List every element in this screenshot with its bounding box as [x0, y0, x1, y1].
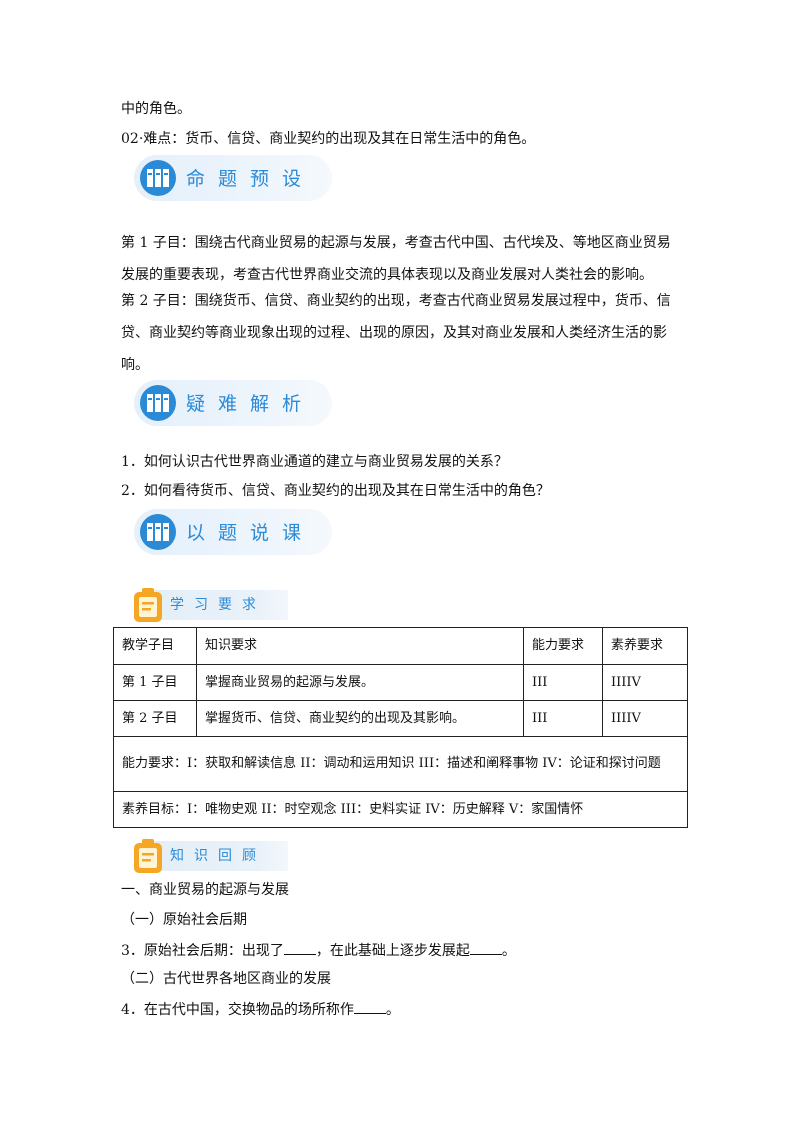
table-row: 第 2 子目 掌握货币、信贷、商业契约的出现及其影响。 III IIIIV	[113, 700, 688, 737]
question-1: 1．如何认识古代世界商业通道的建立与商业贸易发展的关系？	[121, 454, 508, 470]
table-cell: 掌握货币、信贷、商业契约的出现及其影响。	[196, 700, 524, 737]
answer-blank[interactable]	[353, 999, 386, 1014]
header-cell: 能力要求	[523, 627, 603, 665]
difficulty-line: 02·难点：货币、信贷、商业契约的出现及其在日常生活中的角色。	[121, 131, 536, 147]
review-subheading-1: （一）原始社会后期	[121, 912, 247, 928]
answer-blank[interactable]	[469, 940, 502, 955]
table-cell: IIIIV	[602, 664, 688, 701]
table-cell: 第 1 子目	[113, 664, 197, 701]
banner-mingti: 命题预设	[134, 155, 332, 201]
sub-banner-zhishi: 知识回顾	[132, 837, 288, 873]
table-cell: III	[523, 664, 603, 701]
literacy-note-cell: 素养目标：I：唯物史观 II：时空观念 III：史料实证 IV：历史解释 V：家…	[113, 791, 688, 828]
continuation-line: 中的角色。	[121, 101, 191, 117]
banner-yiti: 以题说课	[134, 509, 332, 555]
banner-title: 以题说课	[186, 522, 315, 544]
table-row: 能力要求：I：获取和解读信息 II：调动和运用知识 III：描述和阐释事物 IV…	[113, 736, 688, 792]
review-subheading-2: （二）古代世界各地区商业的发展	[121, 971, 331, 987]
table-cell: III	[523, 700, 603, 737]
header-cell: 教学子目	[113, 627, 197, 665]
subtopic-2-paragraph: 第 2 子目：围绕货币、信贷、商业契约的出现，考查古代商业贸易发展过程中，货币、…	[121, 293, 671, 373]
answer-blank[interactable]	[283, 940, 316, 955]
clipboard-icon	[134, 588, 162, 622]
books-icon	[140, 514, 176, 550]
banner-title: 命题预设	[186, 168, 315, 190]
table-row: 素养目标：I：唯物史观 II：时空观念 III：史料实证 IV：历史解释 V：家…	[113, 791, 688, 828]
table-cell: 第 2 子目	[113, 700, 197, 737]
question-2: 2．如何看待货币、信贷、商业契约的出现及其在日常生活中的角色？	[121, 483, 550, 499]
review-heading-1: 一、商业贸易的起源与发展	[121, 882, 289, 898]
header-cell: 素养要求	[602, 627, 688, 665]
sub-banner-title: 学习要求	[170, 597, 266, 613]
sub-banner-title: 知识回顾	[170, 848, 266, 864]
books-icon	[140, 160, 176, 196]
table-header-row: 教学子目 知识要求 能力要求 素养要求	[113, 627, 688, 665]
sub-banner-xuexi: 学习要求	[132, 586, 288, 622]
ability-note-cell: 能力要求：I：获取和解读信息 II：调动和运用知识 III：描述和阐释事物 IV…	[113, 736, 688, 792]
clipboard-icon	[134, 839, 162, 873]
table-cell: IIIIV	[602, 700, 688, 737]
review-item-3: 3．原始社会后期：出现了，在此基础上逐步发展起。	[121, 940, 516, 961]
table-row: 第 1 子目 掌握商业贸易的起源与发展。 III IIIIV	[113, 664, 688, 701]
header-cell: 知识要求	[196, 627, 524, 665]
review-item-4: 4．在古代中国，交换物品的场所称作。	[121, 999, 400, 1020]
requirements-table: 教学子目 知识要求 能力要求 素养要求 第 1 子目 掌握商业贸易的起源与发展。…	[113, 627, 688, 828]
books-icon	[140, 385, 176, 421]
banner-yinan: 疑难解析	[134, 380, 332, 426]
table-cell: 掌握商业贸易的起源与发展。	[196, 664, 524, 701]
banner-title: 疑难解析	[186, 393, 315, 415]
subtopic-1-paragraph: 第 1 子目：围绕古代商业贸易的起源与发展，考查古代中国、古代埃及、等地区商业贸…	[121, 235, 671, 283]
